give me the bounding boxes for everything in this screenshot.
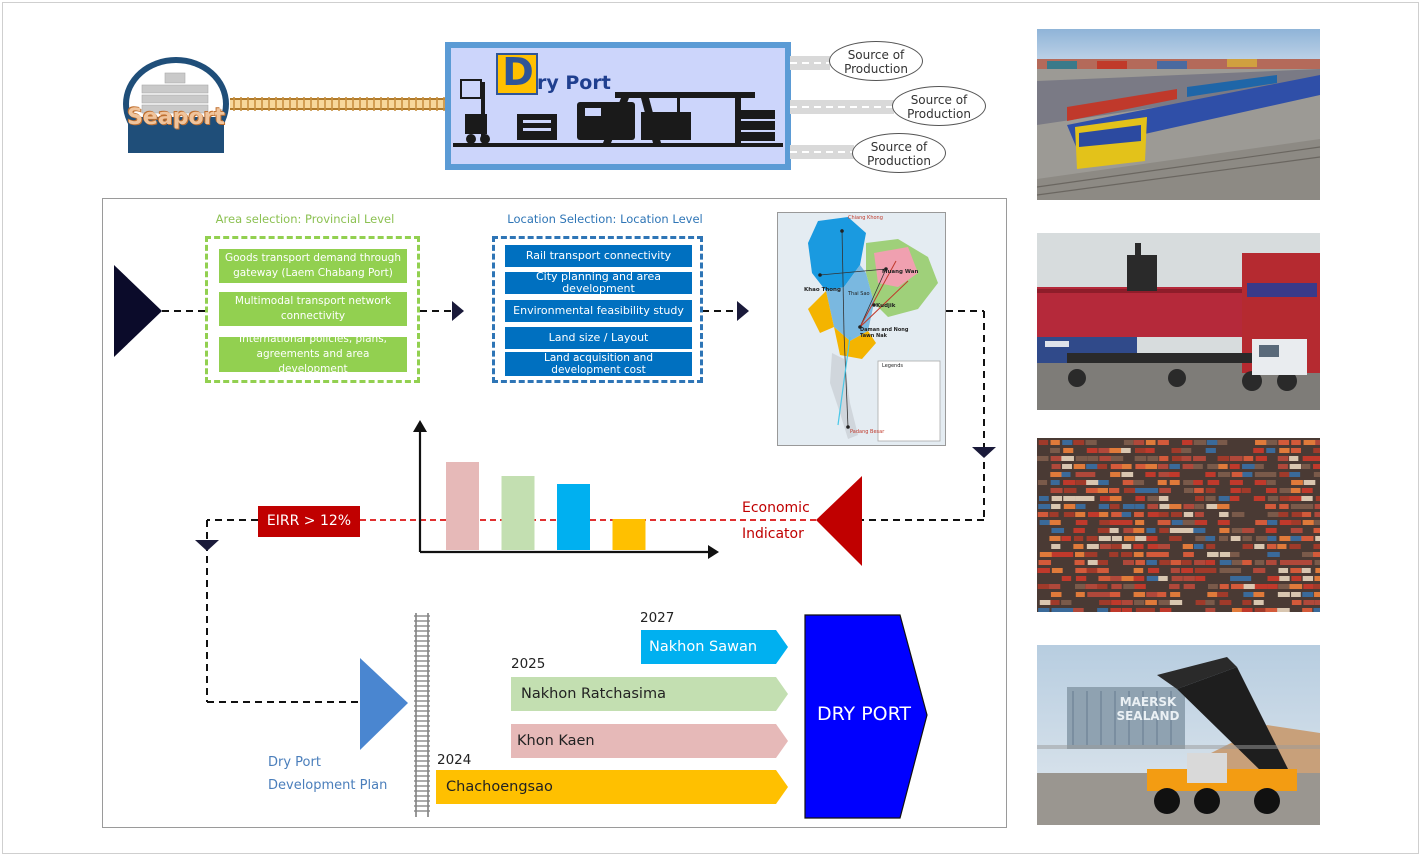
photo-container-train <box>1037 29 1320 200</box>
year-2025: 2025 <box>511 656 546 672</box>
map-label-padang-besar: Padang Besar <box>850 429 885 435</box>
criteria-multimodal-network: Multimodal transport network connectivit… <box>219 292 407 326</box>
location-selection-title: Location Selection: Location Level <box>507 212 703 226</box>
map-legend-title: Legends <box>882 363 903 369</box>
location-selection-box <box>492 236 703 383</box>
year-2027: 2027 <box>640 610 675 626</box>
chart-bar-2 <box>501 476 535 550</box>
map-label-thai-sao: Thai Sao <box>848 291 870 297</box>
dry-port-target: DRY PORT <box>816 703 912 725</box>
criteria-rail-connectivity: Rail transport connectivity <box>505 245 692 267</box>
thailand-map: Chiang Khong Khao Thong Muang Wan Thai S… <box>777 212 946 446</box>
photo-crane-container <box>1037 233 1320 410</box>
map-label-muang-wan: Muang Wan <box>882 269 919 275</box>
timeline-nakhon-ratchasima: Nakhon Ratchasima <box>521 686 666 702</box>
timeline-khon-kaen: Khon Kaen <box>517 733 595 749</box>
rail-track-top <box>230 94 448 114</box>
dry-port-logo-letter: D <box>502 50 534 94</box>
area-selection-box <box>205 236 420 383</box>
chart-bar-1 <box>446 462 479 550</box>
indicator-label: Indicator <box>742 526 804 542</box>
criteria-city-planning: City planning and area development <box>505 271 692 295</box>
eirr-badge <box>258 506 360 537</box>
criteria-international-policies: International policies, plans, agreement… <box>219 333 407 375</box>
eirr-label: EIRR > 12% <box>266 513 352 529</box>
chart-bar-3 <box>557 484 590 550</box>
dry-port-illustration: D ry Port <box>445 42 791 170</box>
criteria-goods-transport-demand: Goods transport demand through gateway (… <box>219 249 407 283</box>
timeline-nakhon-sawan: Nakhon Sawan <box>649 639 758 655</box>
seaport-logo: Seaport <box>120 55 232 153</box>
plan-label-line1: Dry Port <box>268 755 321 770</box>
criteria-environmental: Environmental feasibility study <box>505 300 692 322</box>
dry-port-logo-text: ry Port <box>537 72 611 94</box>
source-of-production-3: Source of Production <box>852 133 946 173</box>
source-of-production-2: Source of Production <box>892 86 986 126</box>
timeline-chachoengsao: Chachoengsao <box>446 779 553 795</box>
map-label-chiang-khong: Chiang Khong <box>848 215 883 221</box>
map-label-kudjik: Kudjik <box>876 303 896 309</box>
map-label-daman: Daman and Nong Tawn Nak <box>860 327 909 339</box>
economic-label: Economic <box>742 500 810 516</box>
source-roads <box>790 40 990 170</box>
chart-bar-4 <box>612 519 646 550</box>
photo-container-yard <box>1037 438 1320 612</box>
criteria-land-size: Land size / Layout <box>505 327 692 349</box>
source-of-production-1: Source of Production <box>829 41 923 81</box>
area-selection-title: Area selection: Provincial Level <box>215 212 395 226</box>
criteria-land-acquisition: Land acquisition and development cost <box>505 352 692 376</box>
map-label-khao-thong: Khao Thong <box>804 287 841 293</box>
plan-label-line2: Development Plan <box>268 778 388 793</box>
seaport-label: Seaport <box>127 105 225 130</box>
year-2024: 2024 <box>437 752 472 768</box>
